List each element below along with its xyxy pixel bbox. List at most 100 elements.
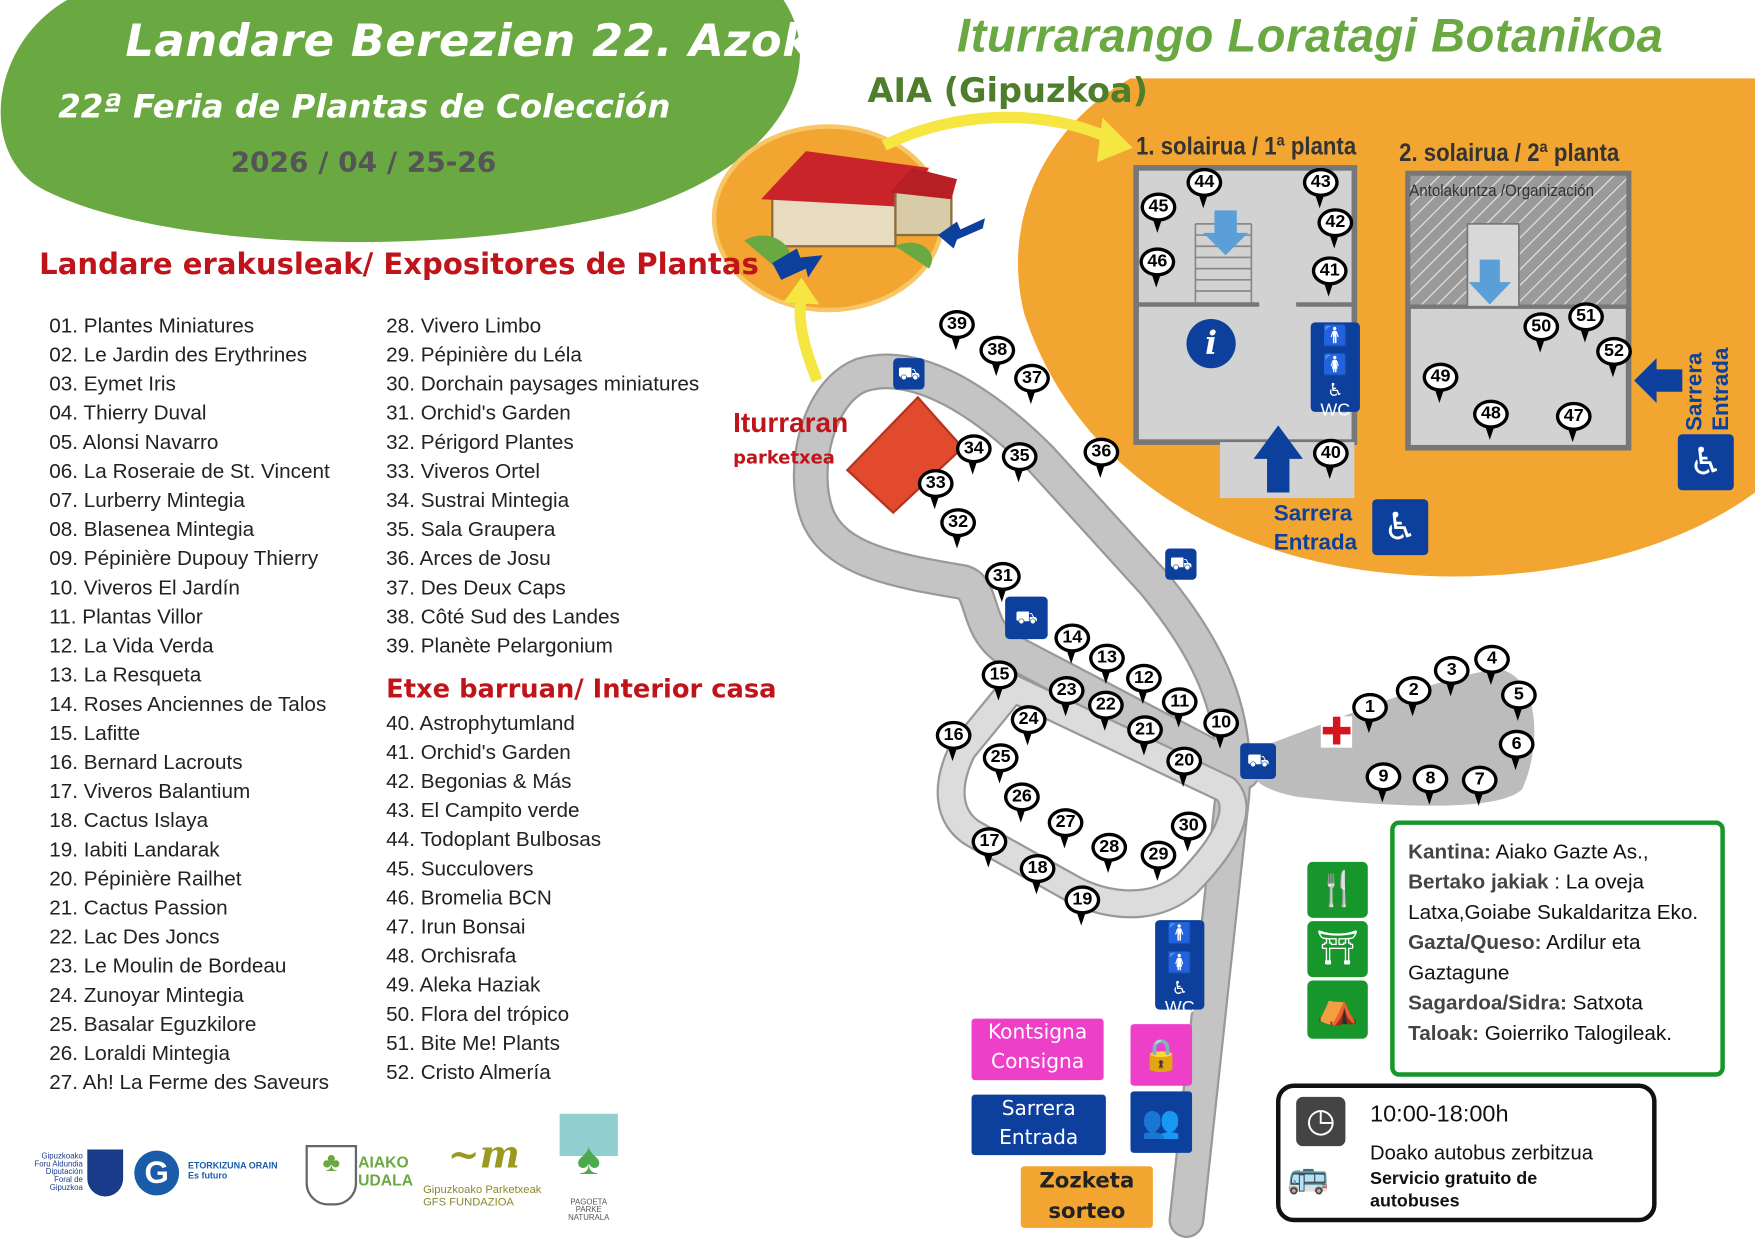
toilet-people-icon: 🚹🚺 xyxy=(1167,922,1193,975)
raffle-es: sorteo xyxy=(1048,1198,1126,1224)
wheelbarrow-icon: ⛟ xyxy=(1165,548,1197,580)
logo-parketxeak: Gipuzkoako Parketxeak GFS FUNDAZIOA xyxy=(423,1184,542,1209)
exhibitors-heading: Landare erakusleak/ Expositores de Plant… xyxy=(39,248,759,283)
stand-pin: 28 xyxy=(1091,832,1128,874)
exhibitor-item: 23. Le Moulin de Bordeau xyxy=(49,953,287,978)
exhibitor-item: 48. Orchisrafa xyxy=(386,943,517,968)
stand-pin: 2 xyxy=(1395,676,1432,717)
stand-pin: 24 xyxy=(1010,705,1047,746)
food-category: Kantina: xyxy=(1408,839,1491,863)
stand-pin: 4 xyxy=(1474,644,1510,686)
stand-pin: 5 xyxy=(1500,680,1537,721)
exhibitor-item: 04. Thierry Duval xyxy=(49,400,207,425)
stand-pin: 12 xyxy=(1126,663,1162,705)
stand-pin: 29 xyxy=(1140,840,1177,881)
logo-gipuzkoa: Gipuzkoako Foru Aldundia Diputación Fora… xyxy=(34,1152,83,1193)
gipuzkoa-shield xyxy=(87,1149,124,1197)
stand-pin: 15 xyxy=(981,660,1018,701)
exhibitor-item: 40. Astrophytumland xyxy=(386,710,575,735)
stand-pin: 6 xyxy=(1498,729,1535,771)
stand-pin: 38 xyxy=(979,335,1016,377)
exhibitor-item: 20. Pépinière Railhet xyxy=(49,866,242,890)
exhibitor-item: 07. Lurberry Mintegia xyxy=(49,488,245,512)
locker-box: Kontsigna Consigna xyxy=(971,1018,1104,1081)
exhibitor-item: 26. Loraldi Mintegia xyxy=(49,1040,230,1065)
food-category: Gazta/Queso: xyxy=(1408,930,1542,954)
entrance-es: Entrada xyxy=(1709,347,1734,431)
floor2-label: 2. solairua / 2ª planta xyxy=(1399,138,1620,167)
food-category: Taloak: xyxy=(1408,1020,1480,1045)
exhibitor-item: 36. Arces de Josu xyxy=(386,546,551,570)
ticket-eu: Sarrera xyxy=(1001,1096,1076,1121)
wheelchair-icon: ♿ xyxy=(1171,977,1188,999)
exhibitor-item: 39. Planète Pelargonium xyxy=(386,633,613,658)
exhibitor-item: 44. Todoplant Bulbosas xyxy=(386,827,602,851)
exhibitor-item: 05. Alonsi Navarro xyxy=(49,429,219,454)
food-vendor: Bertako jakiak : La oveja Latxa,Goiabe S… xyxy=(1408,866,1720,926)
stand-pin: 1 xyxy=(1352,692,1388,734)
exhibitor-item: 14. Roses Anciennes de Talos xyxy=(49,691,327,716)
info-icon: i xyxy=(1186,319,1236,369)
stand-pin: 14 xyxy=(1054,623,1091,664)
opening-hours: 10:00-18:00h xyxy=(1370,1101,1509,1128)
food-vendor: Taloak: Goierriko Talogileak. xyxy=(1408,1017,1720,1047)
raffle-eu: Zozketa xyxy=(1039,1168,1135,1194)
wc-label: WC xyxy=(1320,400,1351,420)
pagoeta-tree-icon: ♠ xyxy=(576,1134,601,1185)
food-vendor: Gazta/Queso: Ardilur eta Gaztagune xyxy=(1408,927,1720,987)
garden-location: AIA (Gipuzkoa) xyxy=(867,71,1149,111)
exhibitor-item: 18. Cactus Islaya xyxy=(49,808,209,832)
locker-es: Consigna xyxy=(991,1049,1085,1074)
wheelbarrow-icon: ⛟ xyxy=(1240,743,1277,780)
logo-etorkizuna: ETORKIZUNA ORAIN Es futuro xyxy=(188,1160,278,1181)
toilet-people-icon: 🚹🚺 xyxy=(1322,324,1348,378)
ticket-entrance-box: Sarrera Entrada xyxy=(971,1094,1106,1156)
stand-pin: 52 xyxy=(1596,336,1632,378)
wheelchair-icon: ♿ xyxy=(1677,434,1734,491)
wc-floor1: 🚹🚺 ♿ WC xyxy=(1310,322,1360,420)
exhibitor-item: 30. Dorchain paysages miniatures xyxy=(386,371,700,396)
food-vendors-box: Kantina: Aiako Gazte As., Bertako jakiak … xyxy=(1390,820,1725,1077)
stand-pin: 32 xyxy=(940,508,977,549)
food-vendor-name: Aiako Gazte As., xyxy=(1495,839,1649,863)
restaurant-icon: 🍴 xyxy=(1307,861,1368,918)
bus-service-es: Servicio gratuito de autobuses xyxy=(1370,1169,1538,1212)
fair-subtitle: 22ª Feria de Plantas de Colección xyxy=(58,87,671,126)
exhibitor-item: 37. Des Deux Caps xyxy=(386,575,566,599)
stand-pin: 27 xyxy=(1047,808,1084,849)
ticket-desk-icon: 👥 xyxy=(1130,1091,1193,1153)
stand-pin: 39 xyxy=(939,310,975,351)
stand-pin: 11 xyxy=(1161,687,1198,728)
exhibitor-item: 33. Viveros Ortel xyxy=(386,458,541,483)
garden-title: Iturrarango Loratagi Botanikoa xyxy=(957,8,1664,62)
stand-pin: 33 xyxy=(917,468,954,510)
wheelchair-icon: ♿ xyxy=(1327,379,1344,401)
food-vendor-name: Goierriko Talogileak. xyxy=(1484,1020,1673,1045)
stand-pin: 45 xyxy=(1140,192,1177,233)
exhibitor-item: 13. La Resqueta xyxy=(49,662,202,687)
stand-pin: 36 xyxy=(1083,437,1120,478)
first-aid-icon: ✚ xyxy=(1320,709,1353,755)
bus-icon: 🚌 xyxy=(1287,1157,1330,1197)
stand-pin: 51 xyxy=(1568,302,1604,343)
exhibitor-item: 25. Basalar Eguzkilore xyxy=(49,1011,257,1036)
exhibitor-item: 27. Ah! La Ferme des Saveurs xyxy=(49,1070,329,1094)
organization-label: Antolakuntza /Organización xyxy=(1409,181,1595,201)
exhibitor-item: 42. Begonias & Más xyxy=(386,768,572,793)
food-vendor-name: Ardilur eta Gaztagune xyxy=(1408,930,1641,984)
exhibitor-item: 16. Bernard Lacrouts xyxy=(49,749,243,774)
stand-pin: 19 xyxy=(1064,885,1101,926)
entrance-eu: Sarrera xyxy=(1682,352,1707,431)
exhibitor-item: 46. Bromelia BCN xyxy=(386,885,552,909)
stand-pin: 23 xyxy=(1048,676,1085,717)
exhibitor-item: 31. Orchid's Garden xyxy=(386,400,571,425)
exhibitor-item: 32. Périgord Plantes xyxy=(386,429,574,454)
exhibitor-item: 06. La Roseraie de St. Vincent xyxy=(49,458,330,483)
aiako-shield: ♣ xyxy=(305,1145,358,1206)
stand-pin: 8 xyxy=(1412,764,1449,805)
logo-pagoeta: ♠ PAGOETA PARKE NATURALA xyxy=(559,1113,618,1222)
stand-pin: 30 xyxy=(1170,811,1207,852)
entrance-label-floor2: Sarrera Entrada xyxy=(1681,348,1735,431)
stand-pin: 50 xyxy=(1523,312,1560,353)
exhibitor-item: 51. Bite Me! Plants xyxy=(386,1030,560,1055)
